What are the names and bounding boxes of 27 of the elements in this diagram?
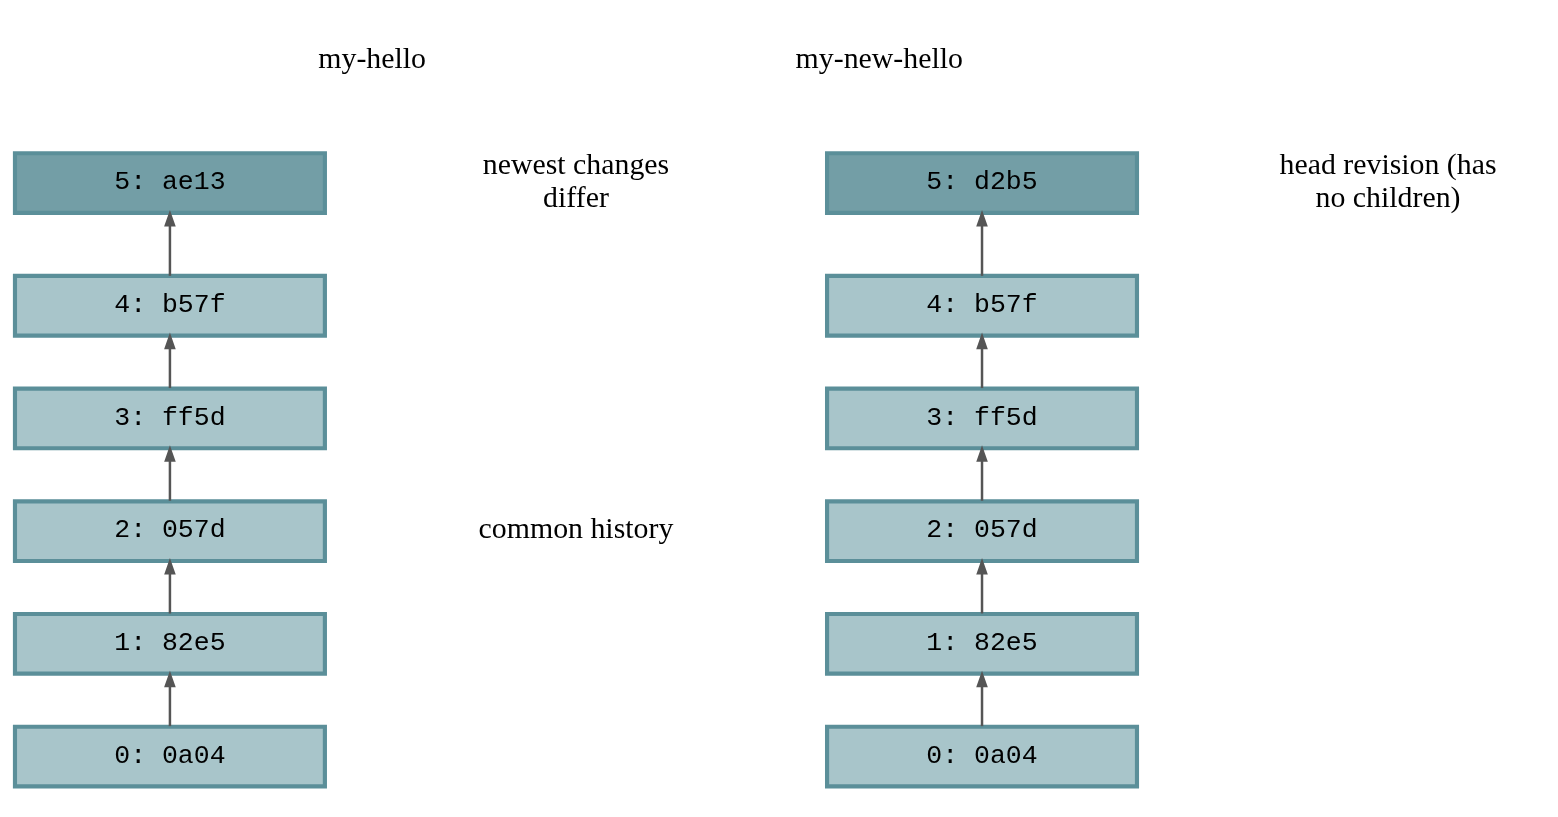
node-box: 0: 0a04 bbox=[12, 724, 327, 789]
node-box: 0: 0a04 bbox=[825, 724, 1140, 789]
arrow bbox=[164, 209, 176, 276]
node-box: 2: 057d bbox=[12, 499, 327, 564]
arrow bbox=[976, 670, 988, 727]
arrow bbox=[164, 445, 176, 501]
label: common history bbox=[478, 511, 674, 545]
node-box: 3: ff5d bbox=[12, 386, 327, 451]
node-box: 3: ff5d bbox=[825, 386, 1140, 451]
arrow bbox=[976, 445, 988, 501]
arrow bbox=[164, 670, 176, 727]
label: head revision (has no children) bbox=[1279, 146, 1497, 213]
label: my-hello bbox=[318, 40, 426, 74]
node-box: 4: b57f bbox=[12, 273, 327, 338]
node-box: 5: d2b5 bbox=[825, 151, 1140, 215]
label: newest changes differ bbox=[482, 146, 670, 213]
node-box: 4: b57f bbox=[825, 273, 1140, 338]
arrow bbox=[976, 557, 988, 614]
arrow bbox=[976, 209, 988, 276]
node-box: 1: 82e5 bbox=[12, 611, 327, 676]
node-box: 5: ae13 bbox=[12, 151, 327, 215]
node-box: 1: 82e5 bbox=[825, 611, 1140, 676]
arrow bbox=[164, 332, 176, 389]
node-box: 2: 057d bbox=[825, 499, 1140, 564]
label: my-new-hello bbox=[795, 40, 963, 74]
arrow bbox=[976, 332, 988, 389]
arrow bbox=[164, 557, 176, 614]
